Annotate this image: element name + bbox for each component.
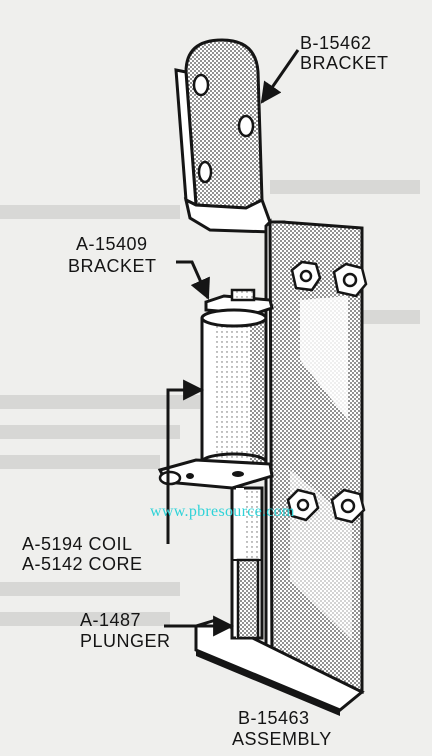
label-coil: A-5194 COIL [22,534,133,554]
watermark-text: www.pbresource.com [150,503,295,520]
label-plunger-part: A-1487 [80,610,142,630]
plunger [230,486,264,640]
label-core: A-5142 CORE [22,554,143,574]
hex-bolts [286,260,368,524]
coil-terminal-plate [157,458,274,490]
label-assembly-part: B-15463 [238,708,310,728]
label-bracket-top-part: B-15462 [300,33,372,53]
label-bracket-top-name: BRACKET [300,53,389,73]
leader-lines [164,49,300,637]
label-bracket-mid-part: A-15409 [76,234,148,254]
label-bracket-mid-name: BRACKET [68,256,157,276]
solenoid-coil [200,308,268,472]
label-assembly-name: ASSEMBLY [232,729,332,749]
mount-holes [192,73,255,184]
label-plunger-name: PLUNGER [80,631,171,651]
